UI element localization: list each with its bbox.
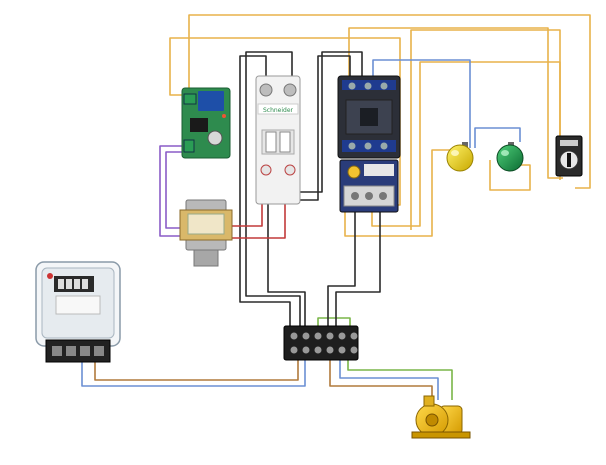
- terminal-block-icon: [283, 325, 359, 361]
- transformer-icon: [179, 199, 233, 267]
- wire-black-breaker-right: [245, 51, 301, 330]
- wire-live-overload-loop: [371, 61, 561, 227]
- wire-live-green-lamp: [489, 160, 531, 191]
- relay-module-icon: [181, 87, 231, 159]
- wire-brown-meter: [94, 360, 299, 381]
- breaker-brand-label: Schneider: [263, 107, 294, 114]
- wire-ground-pump: [347, 360, 453, 400]
- wire-neutral-pump: [339, 360, 439, 400]
- selector-switch-icon: [555, 135, 583, 177]
- wire-neutral-lamps: [474, 127, 521, 148]
- overload-relay-icon: [339, 159, 399, 213]
- wire-black-breaker-out: [267, 172, 306, 330]
- wire-neutral-top: [372, 59, 471, 148]
- wire-live-contactor-top: [348, 27, 563, 179]
- wire-black-breaker-left: [239, 55, 291, 330]
- circuit-breaker-icon: Schneider: [255, 75, 301, 205]
- wire-purple-relay: [159, 145, 188, 237]
- wire-live-lower-return: [344, 149, 458, 237]
- contactor-icon: [337, 75, 401, 159]
- water-pump-icon: [411, 395, 471, 439]
- wire-black-contactor-out2: [335, 210, 381, 330]
- wire-live-top-loop: [188, 14, 591, 189]
- green-indicator-lamp-icon: [496, 142, 524, 172]
- yellow-indicator-lamp-icon: [446, 142, 474, 172]
- wire-purple-relay2: [165, 151, 188, 229]
- wire-neutral-meter: [81, 360, 306, 387]
- energy-meter-icon: [35, 261, 121, 363]
- wire-brown-pump: [329, 360, 433, 402]
- wire-ground-terminal: [317, 317, 351, 328]
- wire-black-contactor-out: [327, 210, 356, 330]
